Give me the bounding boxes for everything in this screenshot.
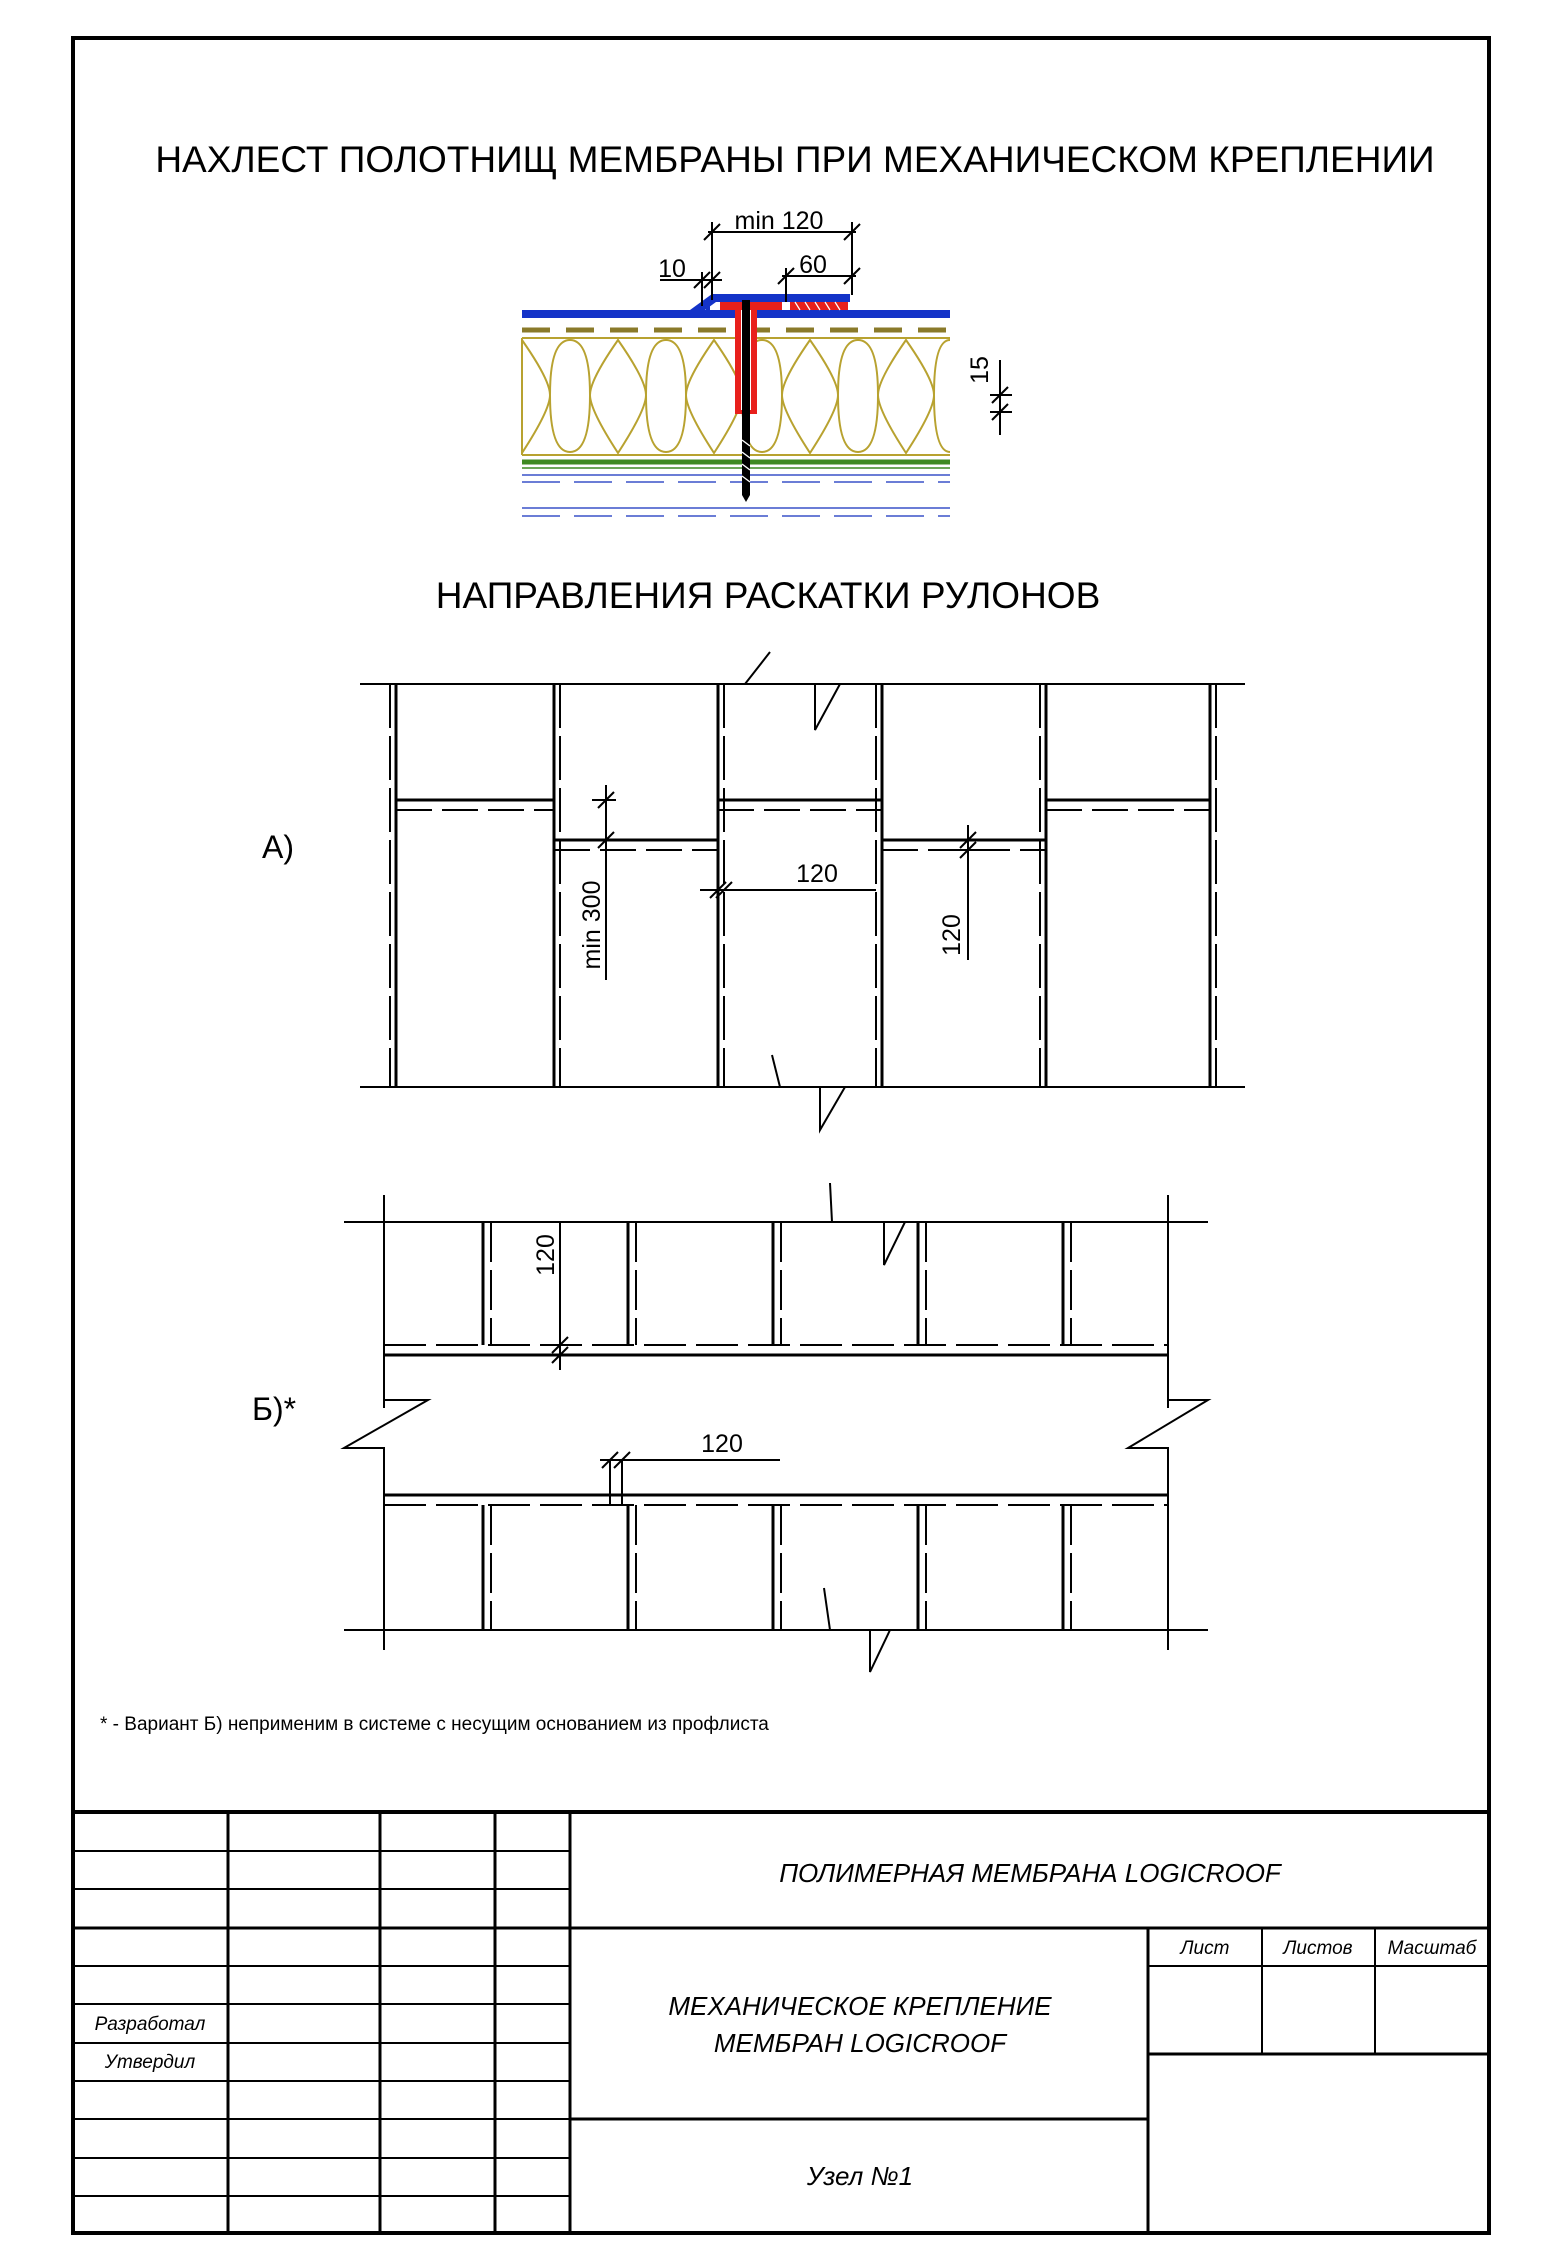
variant-b-dim-120-v: 120 — [532, 1234, 560, 1276]
overlap-section-detail: min 120 10 60 15 — [521, 207, 1012, 517]
sheets-label: Листов — [1281, 1938, 1352, 1959]
footnote: * - Вариант Б) неприменим в системе с не… — [100, 1714, 769, 1735]
upper-membrane — [680, 294, 850, 318]
deck-layer — [522, 474, 950, 517]
dim-min120: min 120 — [735, 207, 824, 235]
drawing-title-line1: МЕХАНИЧЕСКОЕ КРЕПЛЕНИЕ — [668, 1991, 1052, 2021]
title-block — [73, 1810, 1489, 2233]
variant-a-dim-min300: min 300 — [578, 881, 606, 970]
variant-b-scheme — [340, 1182, 1212, 1673]
fastener-screw — [741, 300, 751, 502]
variant-a-dim-120-v: 120 — [938, 914, 966, 956]
dim-10: 10 — [658, 255, 686, 283]
welded-seam — [790, 302, 848, 310]
scale-label: Масштаб — [1388, 1938, 1478, 1959]
approved-label: Утвердил — [104, 2052, 196, 2073]
drawing-title-line2: МЕМБРАН LOGICROOF — [714, 2028, 1008, 2058]
variant-a-scheme — [360, 651, 1245, 1134]
variant-a-label: А) — [262, 829, 294, 865]
rolling-title: НАПРАВЛЕНИЯ РАСКАТКИ РУЛОНОВ — [436, 575, 1101, 616]
dim-15: 15 — [966, 356, 994, 384]
product-name: ПОЛИМЕРНАЯ МЕМБРАНА LOGICROOF — [779, 1858, 1283, 1888]
variant-a-dim-120-h: 120 — [796, 860, 838, 888]
overlap-title: НАХЛЕСТ ПОЛОТНИЩ МЕМБРАНЫ ПРИ МЕХАНИЧЕСК… — [155, 139, 1434, 180]
node-number: Узел №1 — [806, 2161, 913, 2191]
fastener-washer — [720, 302, 782, 310]
sheet-label: Лист — [1179, 1938, 1230, 1959]
variant-b-label: Б)* — [252, 1391, 296, 1427]
variant-b-dim-120-h: 120 — [701, 1430, 743, 1458]
section-dimension-lines — [660, 222, 1012, 435]
dim-60: 60 — [799, 251, 827, 279]
developed-label: Разработал — [95, 2014, 206, 2035]
sheet-frame — [71, 36, 1491, 2235]
